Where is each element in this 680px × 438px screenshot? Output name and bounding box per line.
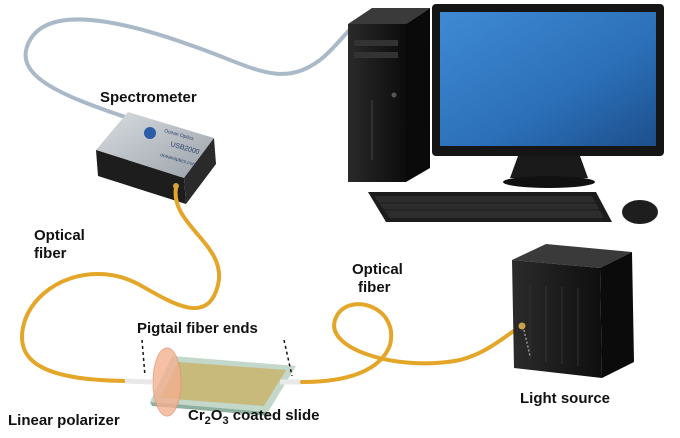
label-optical-fiber-left-line1: Optical [34, 227, 85, 244]
spectrometer-device: USB2000 Ocean Optics oceanoptics.com [96, 112, 216, 204]
coated-slide [150, 356, 296, 416]
label-pigtail-fiber-ends: Pigtail fiber ends [137, 320, 258, 337]
optical-fiber-left [19, 186, 222, 383]
label-optical-fiber-left-line2: fiber [34, 245, 67, 262]
keyboard [368, 192, 612, 222]
mouse [622, 200, 658, 224]
pigtail-pointer-right [283, 339, 293, 377]
label-optical-fiber-right-line2: fiber [358, 279, 391, 296]
label-light-source: Light source [520, 390, 610, 407]
linear-polarizer [152, 347, 182, 417]
label-linear-polarizer: Linear polarizer [8, 412, 120, 429]
computer-monitor [432, 4, 664, 188]
optical-fiber-right [300, 302, 524, 384]
pigtail-pointer-left [141, 339, 146, 377]
label-optical-fiber-right-line1: Optical [352, 261, 403, 278]
usb-cable [23, 14, 377, 120]
light-source-device [512, 244, 634, 378]
label-coated-slide: Cr2O3 coated slide [188, 407, 319, 427]
pigtail-left [124, 378, 153, 385]
computer-tower [348, 8, 430, 182]
label-spectrometer: Spectrometer [100, 89, 197, 106]
